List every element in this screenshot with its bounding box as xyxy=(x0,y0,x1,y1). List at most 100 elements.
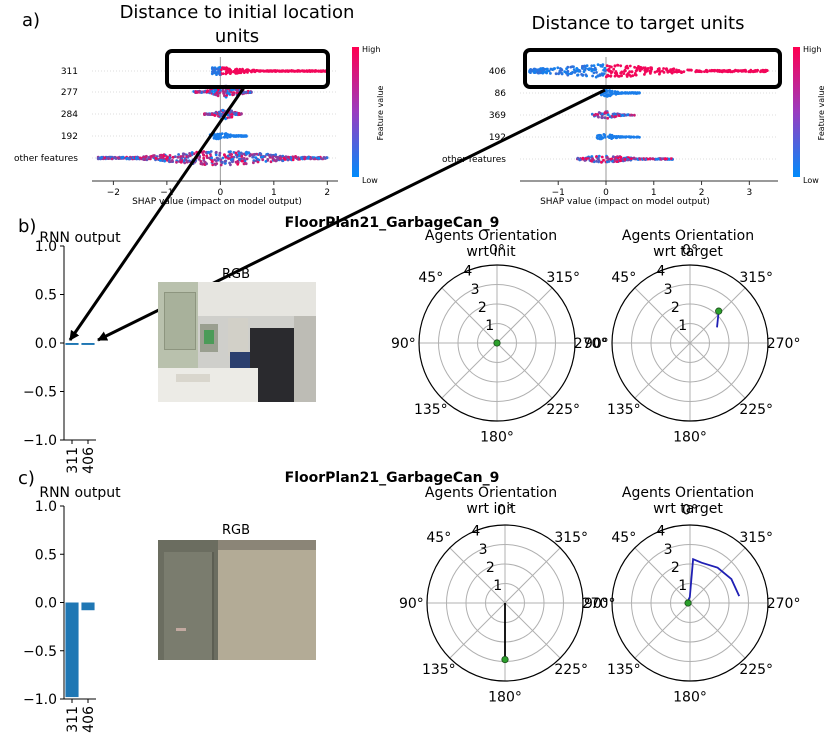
shap-dot xyxy=(595,159,598,163)
shap-dot xyxy=(662,67,665,70)
panel-a-label: a) xyxy=(22,10,40,31)
shap-dot xyxy=(675,70,679,74)
shap-dot xyxy=(541,67,545,71)
shap-dot xyxy=(280,69,284,73)
shap-dot xyxy=(198,90,201,93)
shap-dot xyxy=(716,69,719,73)
shap-dot xyxy=(565,67,568,71)
shap-dot xyxy=(184,158,188,162)
shap-x-tick-label: 2 xyxy=(699,188,705,198)
shap-dot xyxy=(738,69,741,73)
shap-dot xyxy=(597,115,600,119)
shap-x-tick-label: 0 xyxy=(217,188,223,198)
shap-dot xyxy=(286,158,290,162)
shap-left-title-line2: units xyxy=(215,26,259,47)
shap-dot xyxy=(529,71,532,74)
shap-dot xyxy=(627,135,630,139)
shap-feature-label: 277 xyxy=(61,88,78,98)
shap-dot xyxy=(247,151,251,155)
shap-dot xyxy=(168,154,172,157)
shap-row-dots xyxy=(192,84,253,99)
shap-dot xyxy=(607,160,611,163)
shap-dot xyxy=(230,115,234,119)
shap-dot xyxy=(577,69,580,73)
shap-dot xyxy=(254,69,258,73)
shap-dot xyxy=(214,150,218,154)
shap-dot xyxy=(704,68,708,72)
shap-dot xyxy=(661,69,664,73)
shap-dot xyxy=(238,70,242,73)
shap-dot xyxy=(162,154,166,158)
shap-dot xyxy=(218,70,222,74)
polar-angle-label: 0° xyxy=(497,502,513,518)
shap-dot xyxy=(622,72,626,75)
shap-left-xlabel: SHAP value (impact on model output) xyxy=(132,197,302,207)
polar-grid-spoke xyxy=(634,602,691,659)
shap-dot xyxy=(549,72,552,75)
polar-angle-label: 135° xyxy=(607,662,641,678)
bar-y-tick-label: 0.5 xyxy=(35,288,57,304)
shap-dot xyxy=(281,159,285,163)
shap-dot xyxy=(206,150,210,154)
shap-dot xyxy=(134,156,138,160)
shap-dot xyxy=(240,155,244,158)
shap-dot xyxy=(596,156,599,160)
highlight-box-311 xyxy=(165,49,330,89)
bar-y-tick-label: −1.0 xyxy=(23,433,57,449)
shap-dot xyxy=(186,160,190,163)
shap-dot xyxy=(628,113,632,117)
shap-dot xyxy=(613,115,617,118)
shap-dot xyxy=(608,91,611,94)
panel-b-bar-title: RNN output xyxy=(39,230,121,246)
shap-dot xyxy=(642,157,646,161)
shap-dot xyxy=(287,155,290,159)
polar-angle-label: 225° xyxy=(546,402,580,418)
shap-dot xyxy=(175,160,178,164)
shap-dot xyxy=(224,117,228,121)
shap-dot xyxy=(267,69,271,73)
shap-dot xyxy=(166,156,169,160)
polar-angle-label: 225° xyxy=(739,402,773,418)
shap-dot xyxy=(229,150,232,154)
bar-x-tick-label: 311 xyxy=(65,706,81,733)
polar-angle-label: 45° xyxy=(426,530,451,546)
shap-dot xyxy=(536,71,539,75)
shap-dot xyxy=(727,69,730,72)
shap-dot xyxy=(569,71,573,75)
panel-c-rgb-image xyxy=(158,540,316,660)
shap-dot xyxy=(209,150,213,153)
shap-dot xyxy=(650,66,653,70)
panel-c-polar-target-title-1: Agents Orientation xyxy=(622,485,754,501)
polar-grid-spoke xyxy=(449,602,506,659)
shap-dot xyxy=(600,72,604,76)
panel-b-rgb-title: RGB xyxy=(222,267,250,282)
shap-dot xyxy=(242,134,245,138)
shap-dot xyxy=(307,155,310,159)
shap-dot xyxy=(245,68,249,72)
shap-dot xyxy=(610,90,614,94)
shap-right-title: Distance to target units xyxy=(532,13,745,34)
shap-dot xyxy=(554,72,558,76)
shap-dot xyxy=(232,111,236,115)
shap-dot xyxy=(223,135,227,139)
shap-dot xyxy=(222,92,226,95)
shap-dot xyxy=(239,134,243,138)
shap-dot xyxy=(665,68,669,71)
panel-b-label: b) xyxy=(18,216,36,237)
shap-dot xyxy=(648,69,652,73)
shap-x-tick-label: 3 xyxy=(746,188,752,198)
bar-x-tick-label: 406 xyxy=(81,706,97,733)
shap-dot xyxy=(591,74,594,78)
shap-dot xyxy=(590,69,594,73)
polar-angle-label: 225° xyxy=(739,662,773,678)
polar-angle-label: 270° xyxy=(582,596,616,612)
shap-dot xyxy=(636,91,640,95)
panel-c-polar-target-title-2: wrt target xyxy=(653,501,723,517)
shap-dot xyxy=(273,159,276,162)
polar-angle-label: 45° xyxy=(418,270,443,286)
shap-dot xyxy=(234,151,238,155)
shap-left-colorbar-low: Low xyxy=(362,176,378,185)
shap-dot xyxy=(613,64,617,68)
